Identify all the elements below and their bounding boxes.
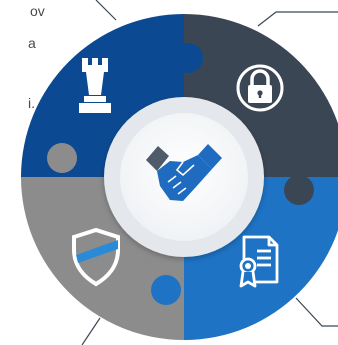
padlock-icon: [236, 64, 284, 112]
certificate-icon: [239, 235, 279, 288]
puzzle-tab-right: [284, 175, 314, 205]
leader-line-top-right: [257, 11, 338, 27]
handshake-icon: [146, 144, 222, 201]
leader-line-bottom-right: [295, 297, 338, 327]
puzzle-tab-left: [47, 143, 77, 173]
puzzle-tab-top: [173, 43, 203, 73]
leader-lines: [81, 0, 338, 345]
truncated-text-fragment-1: ov: [30, 3, 45, 19]
truncated-text-fragment-3: i.: [28, 95, 35, 111]
leader-line-top-left: [95, 0, 117, 21]
leader-line-bottom-left: [81, 317, 101, 345]
puzzle-tab-bottom: [151, 275, 181, 305]
truncated-text-fragment-2: a: [28, 35, 36, 51]
shield-icon: [72, 227, 120, 287]
chess-rook-icon: [79, 58, 111, 113]
